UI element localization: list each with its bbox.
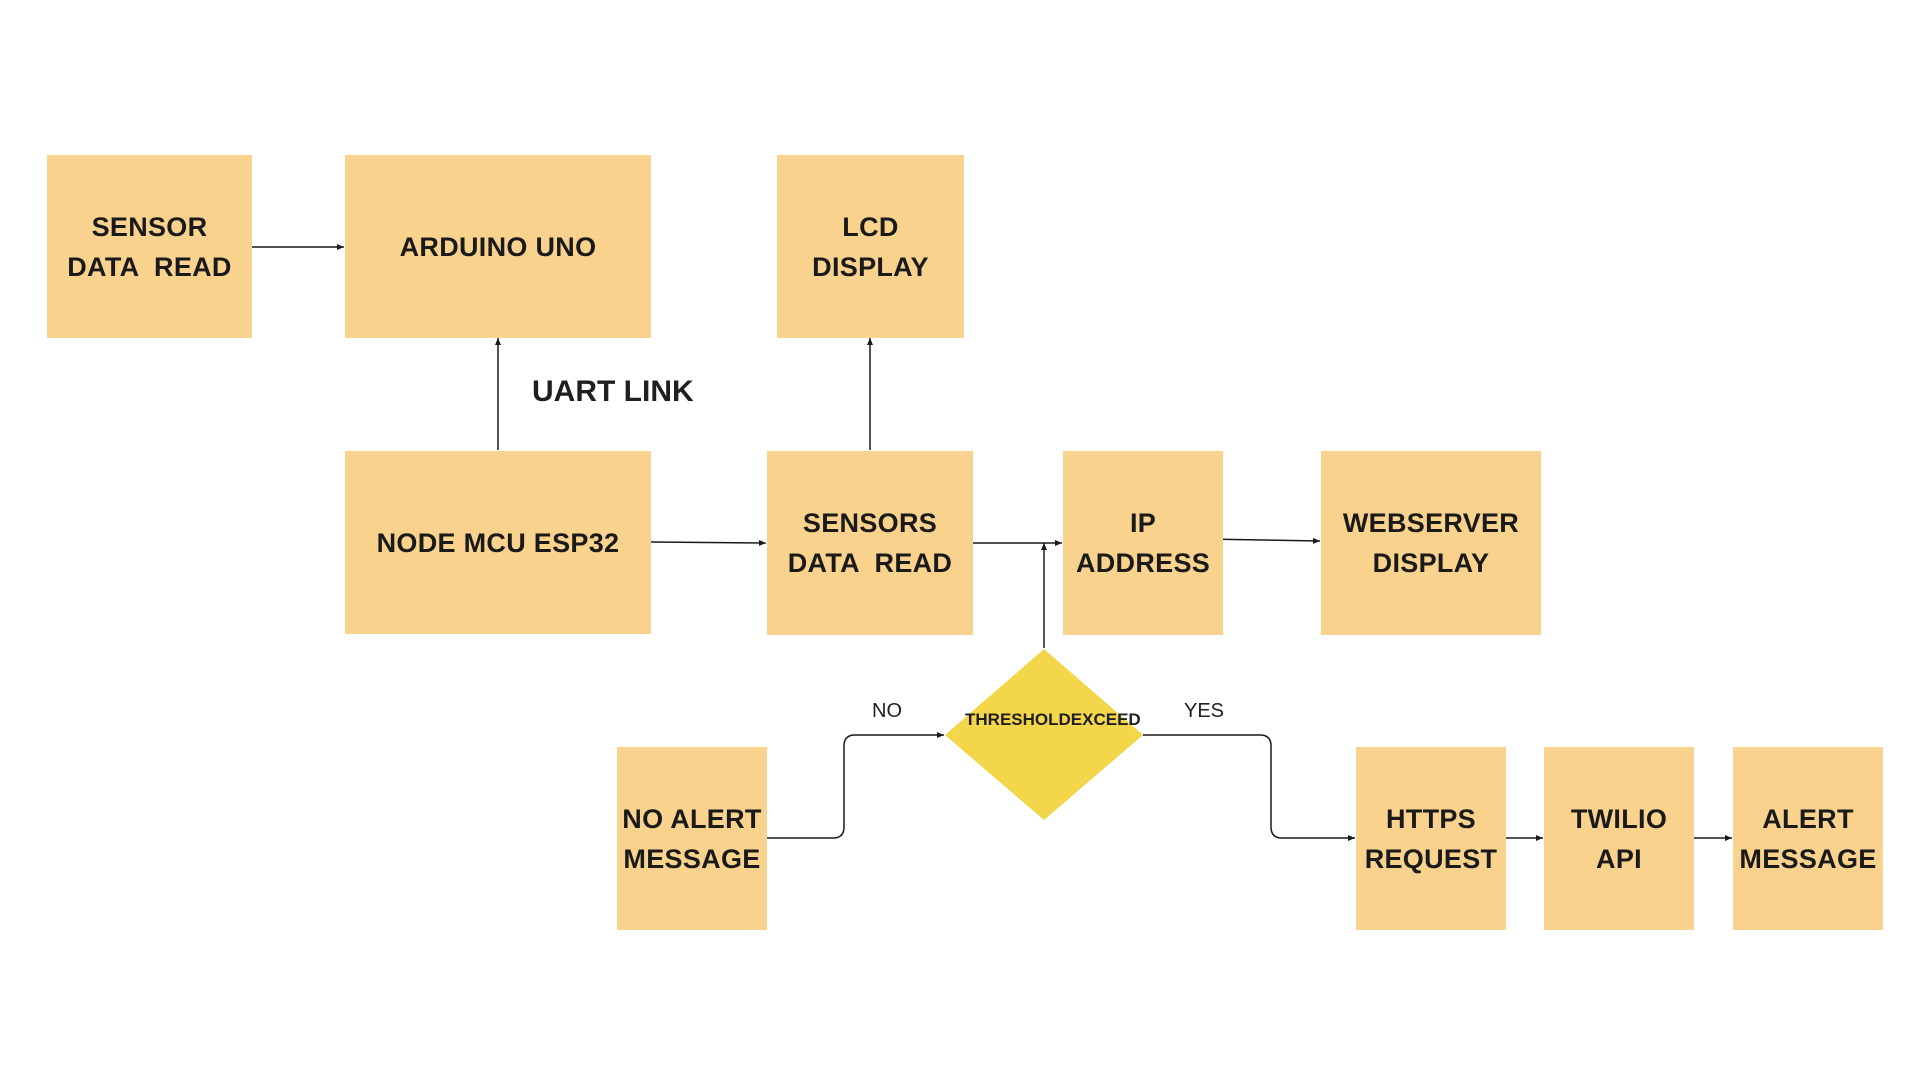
node-mcu-esp32-box: NODE MCU ESP32 xyxy=(345,451,651,634)
arrow-noalert-to-threshold xyxy=(767,732,944,839)
node-mcu-esp32-box-line-1: NODE MCU ESP32 xyxy=(376,527,620,558)
lcd-display-box-line-2: DISPLAY xyxy=(812,251,929,282)
threshold-exceed-label-line-2: EXCEED xyxy=(1070,710,1141,729)
no-alert-message-box-line-1: NO ALERT xyxy=(622,803,762,834)
yes-branch-label: YES xyxy=(1184,700,1225,722)
alert-message-box-line-1: ALERT xyxy=(1762,803,1854,834)
alert-message-box: ALERT MESSAGE xyxy=(1733,747,1883,930)
webserver-display-box-line-2: DISPLAY xyxy=(1372,548,1490,578)
no-branch-label: NO xyxy=(872,700,902,722)
lcd-display-box: LCD DISPLAY xyxy=(777,155,964,338)
no-alert-message-box-line-2: MESSAGE xyxy=(623,843,761,874)
webserver-display-box-line-1: WEBSERVER xyxy=(1342,508,1520,538)
arrow-threshold-to-https xyxy=(1143,734,1355,841)
arrow-nodemcu-to-sensors xyxy=(650,539,767,546)
sensor-data-read-box-line-1: SENSOR xyxy=(91,211,208,242)
sensors-data-read-box: SENSORS DATA READ xyxy=(767,451,973,635)
uart-link-label: UART LINK xyxy=(532,375,694,408)
https-request-box-line-2: REQUEST xyxy=(1364,843,1498,874)
threshold-exceed-label-line-1: THRESHOLD xyxy=(965,710,1071,729)
https-request-box: HTTPS REQUEST xyxy=(1356,747,1506,930)
sensors-data-read-box-line-1: SENSORS xyxy=(802,508,938,538)
arduino-uno-box-line-1: ARDUINO UNO xyxy=(399,231,597,262)
arrow-ip-to-webserver xyxy=(1204,537,1321,544)
sensor-data-read-box: SENSOR DATA READ xyxy=(47,155,252,338)
sensors-data-read-box-line-2: DATA READ xyxy=(787,548,953,578)
no-alert-message-box: NO ALERT MESSAGE xyxy=(617,747,767,930)
threshold-diamond xyxy=(945,649,1143,820)
sensor-data-read-box-line-2: DATA READ xyxy=(67,251,232,282)
twilio-api-box: TWILIO API xyxy=(1544,747,1694,930)
https-request-box-line-1: HTTPS xyxy=(1385,803,1476,834)
threshold-exceed-label: THRESHOLDEXCEED xyxy=(965,706,1141,733)
arduino-uno-box: ARDUINO UNO xyxy=(345,155,651,338)
ip-address-box: IP ADDRESS xyxy=(1063,451,1223,635)
twilio-api-box-line-1: TWILIO xyxy=(1570,803,1668,834)
webserver-display-box: WEBSERVER DISPLAY xyxy=(1321,451,1541,635)
ip-address-box-line-2: ADDRESS xyxy=(1075,548,1211,578)
twilio-api-box-line-2: API xyxy=(1596,843,1642,874)
ip-address-box-line-1: IP xyxy=(1129,508,1157,538)
lcd-display-box-line-1: LCD xyxy=(842,211,899,242)
alert-message-box-line-2: MESSAGE xyxy=(1739,843,1877,874)
